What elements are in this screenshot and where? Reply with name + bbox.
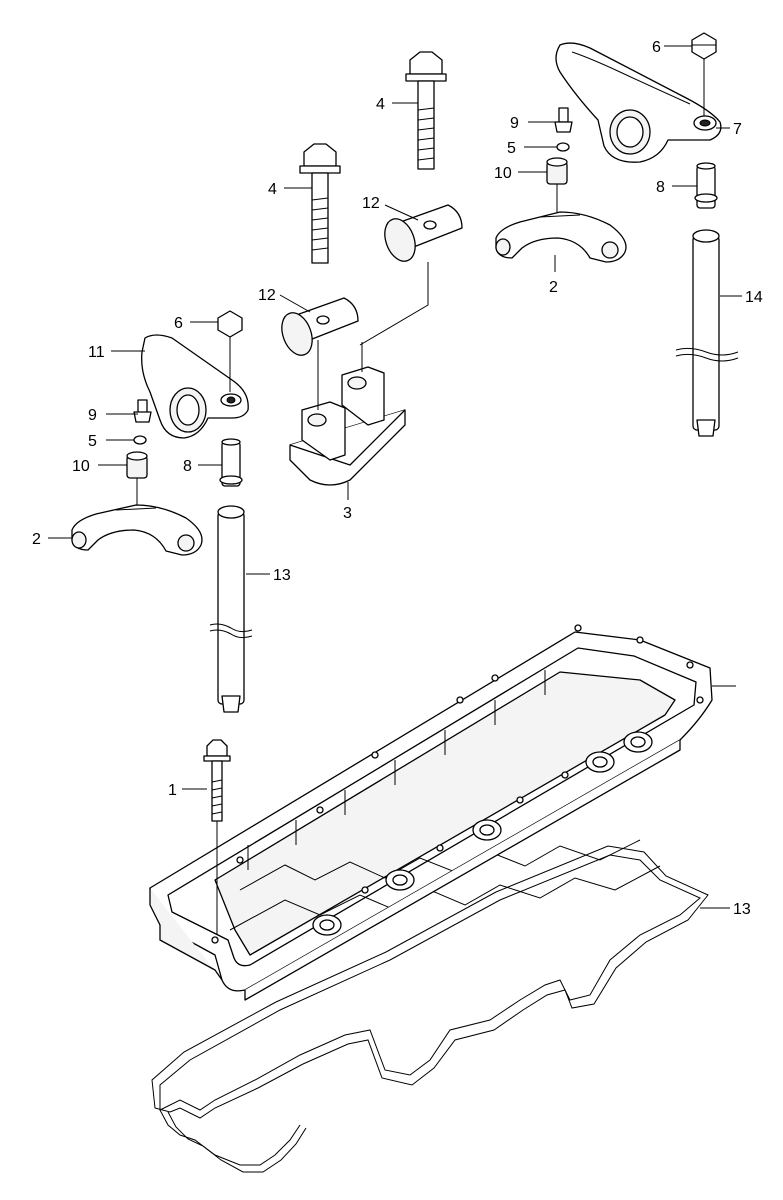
cover-gasket[interactable] <box>151 845 709 1173</box>
rocker-arm-right[interactable] <box>555 42 722 163</box>
callout-2-right: 2 <box>549 279 558 296</box>
ball-socket-left[interactable] <box>126 451 148 510</box>
rocker-shaft-lower[interactable] <box>276 262 429 359</box>
o-ring-right[interactable] <box>556 142 570 152</box>
callout-9-left: 9 <box>88 407 97 424</box>
callout-11: 11 <box>88 344 105 361</box>
callout-4-lower: 4 <box>268 181 277 198</box>
bridge-right[interactable] <box>495 211 627 263</box>
bridge-left[interactable] <box>71 504 203 556</box>
rocker-shaft-support[interactable] <box>289 340 406 486</box>
cylinder-head-cover[interactable] <box>149 624 713 1001</box>
pushrod-guide-left[interactable] <box>219 438 243 487</box>
callout-8-left: 8 <box>183 458 192 475</box>
callout-12-lower: 12 <box>258 287 276 304</box>
callout-2-left: 2 <box>32 531 41 548</box>
adjusting-screw-right[interactable] <box>554 107 573 133</box>
callout-1: 1 <box>168 782 177 799</box>
pushrod-guide-right[interactable] <box>694 162 718 209</box>
adjuster-nut-left[interactable] <box>217 310 243 392</box>
pushrod-right[interactable] <box>675 229 739 437</box>
callout-10-right: 10 <box>494 165 512 182</box>
callout-6-right: 6 <box>652 39 661 56</box>
callout-5-right: 5 <box>507 140 516 157</box>
callout-7: 7 <box>733 121 742 138</box>
adjusting-screw-left[interactable] <box>133 399 152 423</box>
callout-13-right: 14 <box>745 289 763 306</box>
callout-14: 13 <box>733 901 751 918</box>
callout-3: 3 <box>343 505 352 522</box>
bolt-lower[interactable] <box>299 143 341 264</box>
pushrod-left[interactable] <box>209 505 253 713</box>
callout-12-upper: 12 <box>362 195 380 212</box>
callout-4-upper: 4 <box>376 96 385 113</box>
rocker-arm-left[interactable] <box>141 334 249 439</box>
o-ring-left[interactable] <box>133 435 147 445</box>
adjuster-nut-right[interactable] <box>691 32 717 116</box>
callout-10-left: 10 <box>72 458 90 475</box>
callout-9-right: 9 <box>510 115 519 132</box>
callout-13-left: 13 <box>273 567 291 584</box>
callout-8-right: 8 <box>656 179 665 196</box>
ball-socket-right[interactable] <box>546 157 568 218</box>
rocker-shaft-upper[interactable] <box>379 204 463 265</box>
cover-bolt[interactable] <box>203 739 231 935</box>
bolt-upper[interactable] <box>405 51 447 170</box>
callout-6-left: 6 <box>174 315 183 332</box>
callout-5-left: 5 <box>88 433 97 450</box>
